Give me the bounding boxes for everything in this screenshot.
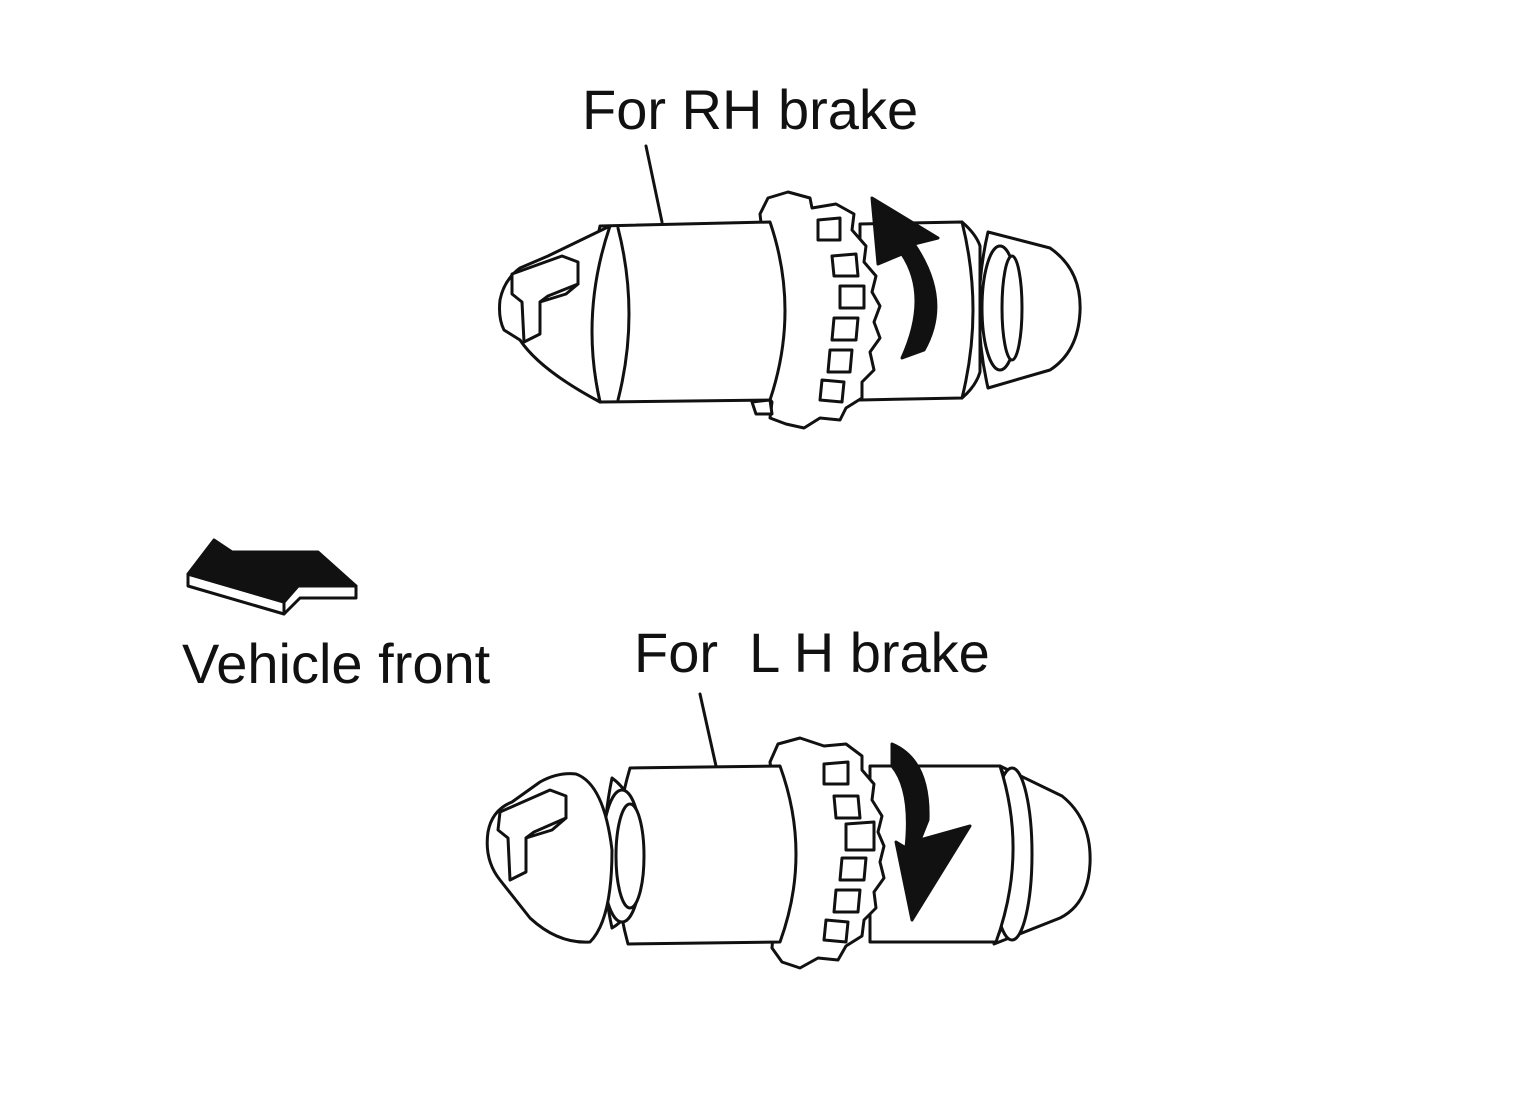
rh-brake-label: For RH brake (582, 78, 919, 141)
lh-brake-label: For L H brake (634, 621, 990, 684)
rh-left-tip (498, 224, 612, 404)
rh-body-seam (616, 226, 631, 402)
rh-rotation-arrow (870, 196, 940, 360)
lh-star-teeth (822, 760, 876, 944)
lh-leader-line (698, 692, 718, 768)
rh-leader-line (644, 144, 664, 224)
lh-rotation-arrow (890, 742, 972, 922)
rh-bottom-tab (750, 398, 774, 416)
vehicle-front-arrow-icon (186, 538, 358, 616)
rh-right-end-inner (1000, 254, 1024, 362)
vehicle-front-label: Vehicle front (182, 632, 491, 695)
rh-main-body (588, 220, 787, 404)
rh-adjuster (498, 144, 1082, 430)
rh-star-teeth (816, 216, 866, 404)
lh-adjuster (485, 692, 1092, 970)
